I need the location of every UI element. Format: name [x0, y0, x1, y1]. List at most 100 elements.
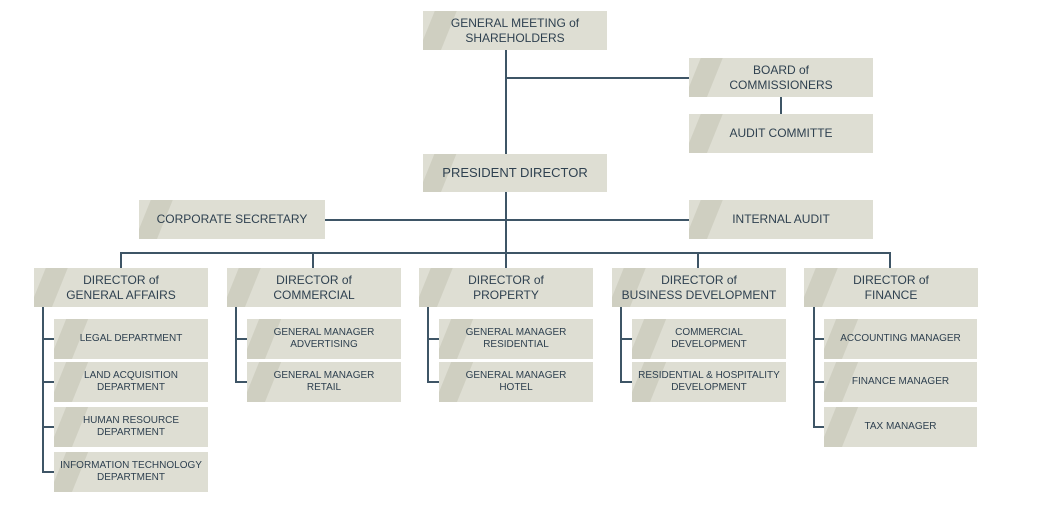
- connector-line: [780, 97, 782, 114]
- connector-line: [42, 307, 44, 473]
- residential-hospitality-line-2: DEVELOPMENT: [671, 382, 747, 393]
- gm-advertising-box: GENERAL MANAGER ADVERTISING: [247, 319, 401, 359]
- gm-retail-line-2: RETAIL: [306, 382, 342, 393]
- connector-line: [120, 252, 891, 254]
- audit-committee-label: AUDIT COMMITTE: [729, 126, 833, 141]
- commercial-development-line-1: COMMERCIAL: [675, 327, 743, 338]
- director-finance-line-2: FINANCE: [864, 287, 918, 302]
- finance-manager-label: FINANCE MANAGER: [851, 376, 950, 387]
- human-resource-line-1: HUMAN RESOURCE: [82, 415, 180, 426]
- human-resource-department-label: HUMAN RESOURCE DEPARTMENT: [79, 415, 183, 439]
- president-director-label: PRESIDENT DIRECTOR: [442, 165, 588, 181]
- connector-line: [620, 381, 632, 383]
- connector-line: [813, 426, 825, 428]
- corporate-secretary-label: CORPORATE SECRETARY: [156, 212, 308, 227]
- gm-advertising-line-2: ADVERTISING: [290, 339, 358, 350]
- land-acquisition-department-box: LAND ACQUISITION DEPARTMENT: [54, 362, 208, 402]
- gm-residential-box: GENERAL MANAGER RESIDENTIAL: [439, 319, 593, 359]
- director-business-development-line-1: DIRECTOR of: [661, 273, 737, 288]
- president-director-box: PRESIDENT DIRECTOR: [423, 154, 607, 192]
- shareholders-meeting-line-1: GENERAL MEETING of: [450, 16, 580, 31]
- board-of-commissioners-label: BOARD of COMMISSIONERS: [725, 63, 836, 92]
- connector-line: [427, 307, 429, 383]
- connector-line: [813, 381, 825, 383]
- board-of-commissioners-box: BOARD of COMMISSIONERS: [689, 58, 873, 97]
- connector-line: [505, 77, 690, 79]
- connector-line: [813, 307, 815, 428]
- gm-retail-label: GENERAL MANAGER RETAIL: [270, 370, 379, 394]
- director-commercial-label: DIRECTOR of COMMERCIAL: [269, 273, 358, 302]
- connector-line: [42, 471, 54, 473]
- human-resource-department-box: HUMAN RESOURCE DEPARTMENT: [54, 407, 208, 447]
- land-acquisition-department-label: LAND ACQUISITION DEPARTMENT: [80, 370, 182, 394]
- connector-line: [505, 191, 507, 268]
- connector-line: [120, 252, 122, 268]
- director-finance-line-1: DIRECTOR of: [853, 273, 929, 288]
- director-commercial-box: DIRECTOR of COMMERCIAL: [227, 268, 401, 307]
- accounting-manager-label: ACCOUNTING MANAGER: [840, 333, 961, 344]
- director-property-line-1: DIRECTOR of: [468, 273, 544, 288]
- gm-hotel-line-2: HOTEL: [499, 382, 533, 393]
- information-technology-line-2: DEPARTMENT: [97, 472, 165, 483]
- connector-line: [42, 426, 54, 428]
- connector-line: [42, 338, 54, 340]
- information-technology-line-1: INFORMATION TECHNOLOGY: [60, 460, 202, 471]
- connector-line: [235, 381, 247, 383]
- residential-hospitality-line-1: RESIDENTIAL & HOSPITALITY: [638, 370, 780, 381]
- director-general-affairs-line-2: GENERAL AFFAIRS: [66, 287, 176, 302]
- board-of-commissioners-line-1: BOARD of: [752, 63, 809, 78]
- connector-line: [427, 381, 439, 383]
- finance-manager-box: FINANCE MANAGER: [824, 362, 977, 402]
- commercial-development-label: COMMERCIAL DEVELOPMENT: [667, 327, 751, 351]
- connector-line: [889, 252, 891, 268]
- shareholders-meeting-label: GENERAL MEETING of SHAREHOLDERS: [447, 16, 583, 45]
- director-general-affairs-box: DIRECTOR of GENERAL AFFAIRS: [34, 268, 208, 307]
- director-property-line-2: PROPERTY: [473, 287, 539, 302]
- information-technology-department-label: INFORMATION TECHNOLOGY DEPARTMENT: [56, 460, 206, 484]
- connector-line: [697, 252, 699, 268]
- gm-residential-line-2: RESIDENTIAL: [483, 339, 549, 350]
- board-of-commissioners-line-2: COMMISSIONERS: [729, 77, 833, 92]
- connector-line: [42, 381, 54, 383]
- connector-line: [620, 307, 622, 383]
- connector-line: [312, 252, 314, 268]
- gm-advertising-label: GENERAL MANAGER ADVERTISING: [270, 327, 379, 351]
- shareholders-meeting-box: GENERAL MEETING of SHAREHOLDERS: [423, 11, 607, 50]
- gm-residential-line-1: GENERAL MANAGER: [465, 327, 567, 338]
- internal-audit-label: INTERNAL AUDIT: [732, 212, 830, 227]
- connector-line: [235, 338, 247, 340]
- gm-retail-line-1: GENERAL MANAGER: [273, 370, 375, 381]
- residential-hospitality-development-box: RESIDENTIAL & HOSPITALITY DEVELOPMENT: [632, 362, 786, 402]
- commercial-development-line-2: DEVELOPMENT: [671, 339, 747, 350]
- director-finance-label: DIRECTOR of FINANCE: [849, 273, 933, 302]
- accounting-manager-box: ACCOUNTING MANAGER: [824, 319, 977, 359]
- internal-audit-box: INTERNAL AUDIT: [689, 200, 873, 239]
- commercial-development-box: COMMERCIAL DEVELOPMENT: [632, 319, 786, 359]
- human-resource-line-2: DEPARTMENT: [97, 427, 165, 438]
- connector-line: [505, 49, 507, 155]
- residential-hospitality-development-label: RESIDENTIAL & HOSPITALITY DEVELOPMENT: [634, 370, 784, 394]
- land-acquisition-line-1: LAND ACQUISITION: [84, 370, 178, 381]
- gm-advertising-line-1: GENERAL MANAGER: [273, 327, 375, 338]
- director-property-label: DIRECTOR of PROPERTY: [464, 273, 548, 302]
- legal-department-label: LEGAL DEPARTMENT: [79, 333, 183, 344]
- director-finance-box: DIRECTOR of FINANCE: [804, 268, 978, 307]
- tax-manager-box: TAX MANAGER: [824, 407, 977, 447]
- director-business-development-box: DIRECTOR of BUSINESS DEVELOPMENT: [612, 268, 786, 307]
- director-general-affairs-label: DIRECTOR of GENERAL AFFAIRS: [62, 273, 180, 302]
- corporate-secretary-box: CORPORATE SECRETARY: [139, 200, 325, 239]
- director-commercial-line-1: DIRECTOR of: [276, 273, 352, 288]
- director-general-affairs-line-1: DIRECTOR of: [83, 273, 159, 288]
- director-business-development-label: DIRECTOR of BUSINESS DEVELOPMENT: [618, 273, 781, 302]
- information-technology-department-box: INFORMATION TECHNOLOGY DEPARTMENT: [54, 452, 208, 492]
- gm-residential-label: GENERAL MANAGER RESIDENTIAL: [462, 327, 571, 351]
- gm-hotel-line-1: GENERAL MANAGER: [465, 370, 567, 381]
- director-business-development-line-2: BUSINESS DEVELOPMENT: [621, 287, 777, 302]
- gm-hotel-label: GENERAL MANAGER HOTEL: [462, 370, 571, 394]
- gm-hotel-box: GENERAL MANAGER HOTEL: [439, 362, 593, 402]
- connector-line: [813, 338, 825, 340]
- connector-line: [427, 338, 439, 340]
- connector-line: [325, 219, 690, 221]
- legal-department-box: LEGAL DEPARTMENT: [54, 319, 208, 359]
